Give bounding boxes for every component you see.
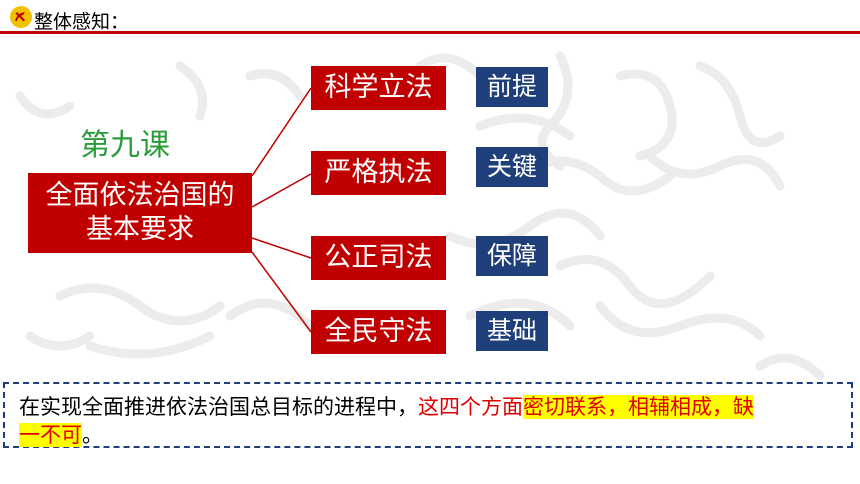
summary-part-2: 这四个方面 (418, 395, 523, 419)
branch-box-2: 严格执法 (311, 151, 446, 195)
branch-box-4: 全民守法 (311, 310, 446, 354)
role-box-1: 前提 (476, 67, 548, 107)
role-box-4: 基础 (476, 311, 548, 351)
header-title: 整体感知： (34, 11, 130, 33)
header-bar: 整体感知： (0, 0, 860, 36)
header-divider (0, 31, 860, 34)
party-emblem-icon (10, 6, 32, 28)
lesson-label: 第九课 (80, 128, 170, 163)
summary-box: 在实现全面推进依法治国总目标的进程中，这四个方面密切联系，相辅相成，缺一不可。 (3, 382, 853, 448)
summary-part-4: 一不可 (19, 423, 82, 447)
summary-part-5: 。 (82, 423, 103, 447)
topic-line-2: 基本要求 (86, 214, 194, 245)
summary-text: 在实现全面推进依法治国总目标的进程中，这四个方面密切联系，相辅相成，缺一不可。 (19, 393, 849, 449)
branch-box-1: 科学立法 (311, 66, 446, 110)
branch-box-3: 公正司法 (311, 236, 446, 280)
role-box-3: 保障 (476, 236, 548, 276)
summary-part-3: 密切联系，相辅相成，缺 (523, 395, 754, 419)
summary-part-1: 在实现全面推进依法治国总目标的进程中， (19, 395, 418, 419)
topic-box: 全面依法治国的 基本要求 (28, 173, 252, 253)
role-box-2: 关键 (476, 147, 548, 187)
topic-line-1: 全面依法治国的 (45, 180, 235, 211)
